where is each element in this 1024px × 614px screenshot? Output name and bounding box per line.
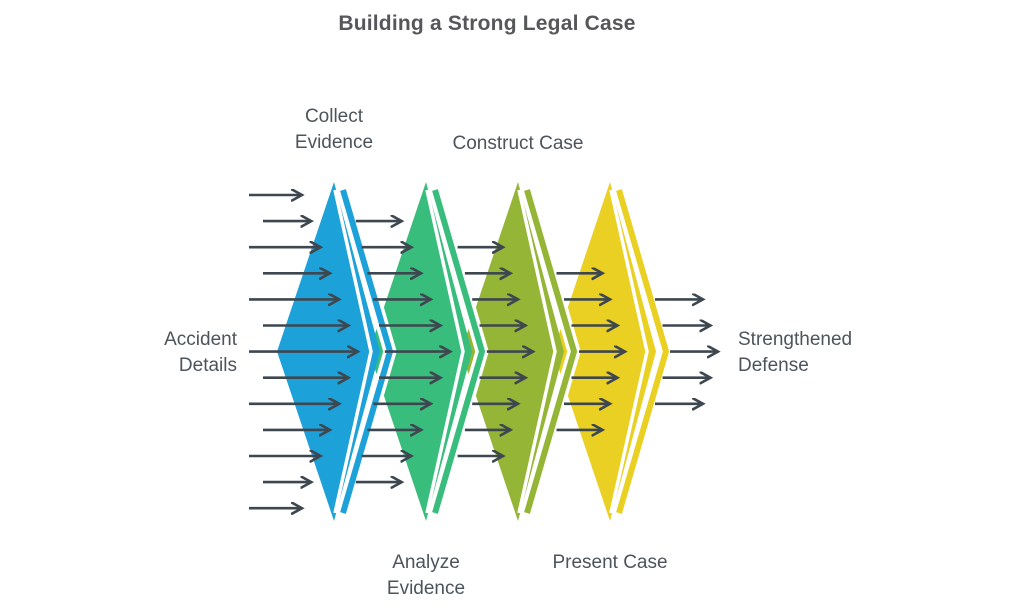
diamond-sliver-present-case	[616, 189, 670, 514]
diamond-stripe	[517, 189, 557, 514]
output-label-line: Defense	[738, 355, 809, 376]
diamond-stripe	[425, 189, 465, 514]
stage-label-line: Evidence	[294, 132, 374, 153]
input-label-line: Details	[178, 355, 237, 376]
stage-label-construct-case: Construct Case	[418, 131, 618, 157]
stage-label-line: Construct Case	[452, 133, 584, 154]
diamond-stripe	[609, 189, 649, 514]
stage-label-line: Analyze	[392, 552, 460, 573]
input-label-accident-details: Accident Details	[85, 327, 237, 379]
stage-label-line: Collect	[304, 106, 364, 127]
diamond-stripe	[333, 189, 373, 514]
page-title: Building a Strong Legal Case	[338, 12, 636, 35]
stage-label-line: Evidence	[386, 578, 466, 599]
stage-label-collect-evidence: Collect Evidence	[234, 104, 434, 156]
stage-label-present-case: Present Case	[510, 550, 710, 576]
output-label-strengthened-defense: Strengthened Defense	[738, 327, 948, 379]
output-label-line: Strengthened	[738, 329, 853, 350]
stage-label-line: Present Case	[552, 552, 668, 573]
diamond-sliver-construct-case	[524, 189, 578, 514]
input-label-line: Accident	[164, 329, 237, 350]
diamond-sliver-analyze-evidence	[432, 189, 486, 514]
stage-label-analyze-evidence: Analyze Evidence	[326, 550, 526, 602]
